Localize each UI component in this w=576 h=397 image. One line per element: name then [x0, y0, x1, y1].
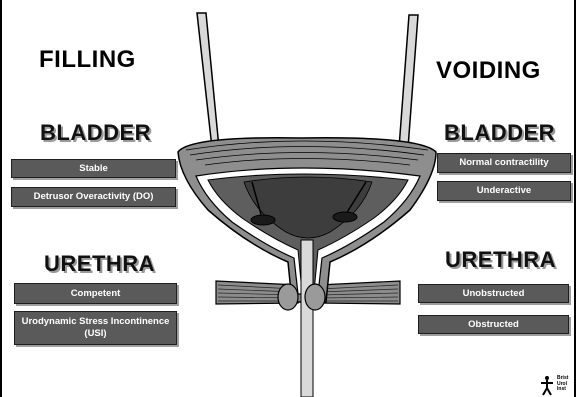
filling-urethra-option-competent: Competent	[14, 283, 177, 304]
filling-bladder-option-stable: Stable	[11, 159, 176, 178]
filling-urethra-heading: URETHRA	[44, 251, 155, 277]
voiding-urethra-option-obstructed: Obstructed	[418, 315, 569, 334]
institute-logo-text: Brist Urol Inst	[557, 376, 568, 393]
ureteric-orifice-left	[251, 215, 275, 225]
sphincter-right	[305, 284, 325, 310]
filling-bladder-heading: BLADDER	[40, 120, 151, 146]
ureteric-orifice-right	[333, 212, 357, 222]
sphincter-left	[278, 284, 298, 310]
voiding-title: VOIDING	[436, 57, 541, 85]
catheter-right	[399, 15, 418, 148]
filling-urethra-option-usi: Urodynamic Stress Incontinence (USI)	[14, 311, 177, 345]
voiding-bladder-option-underactive: Underactive	[437, 181, 571, 201]
catheter-left	[197, 13, 219, 148]
catheter-tubes	[197, 13, 418, 148]
voiding-urethra-option-unobstructed: Unobstructed	[418, 284, 569, 303]
filling-bladder-option-do: Detrusor Overactivity (DO)	[11, 187, 176, 207]
urethral-catheter	[301, 240, 313, 397]
voiding-bladder-option-normal: Normal contractility	[437, 153, 571, 173]
filling-title: FILLING	[39, 46, 136, 74]
voiding-bladder-heading: BLADDER	[444, 120, 555, 146]
voiding-urethra-heading: URETHRA	[445, 247, 556, 273]
